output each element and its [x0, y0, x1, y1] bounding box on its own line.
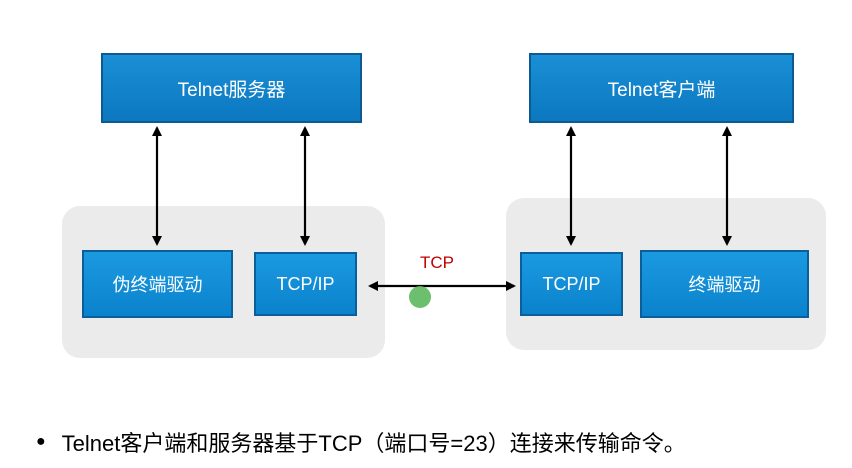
telnet-server-label: Telnet服务器 — [177, 79, 286, 101]
client-tcpip-box: TCP/IP — [520, 252, 623, 316]
bullet-icon: ● — [36, 433, 46, 450]
pseudo-terminal-driver-label: 伪终端驱动 — [112, 275, 203, 295]
terminal-driver-box: 终端驱动 — [640, 250, 809, 318]
cursor-dot — [409, 286, 431, 308]
terminal-driver-label: 终端驱动 — [688, 275, 761, 295]
note-line: ● Telnet客户端和服务器基于TCP（端口号=23）连接来传输命令。 — [36, 426, 686, 458]
server-tcpip-label: TCP/IP — [276, 273, 335, 294]
client-tcpip-label: TCP/IP — [542, 273, 601, 294]
server-tcpip-box: TCP/IP — [254, 252, 357, 316]
telnet-server-box: Telnet服务器 — [101, 53, 362, 123]
pseudo-terminal-driver-box: 伪终端驱动 — [82, 250, 233, 318]
telnet-client-box: Telnet客户端 — [529, 53, 794, 123]
telnet-client-label: Telnet客户端 — [607, 79, 716, 101]
note-text: Telnet客户端和服务器基于TCP（端口号=23）连接来传输命令。 — [61, 431, 686, 456]
tcp-connection-label: TCP — [420, 253, 454, 272]
